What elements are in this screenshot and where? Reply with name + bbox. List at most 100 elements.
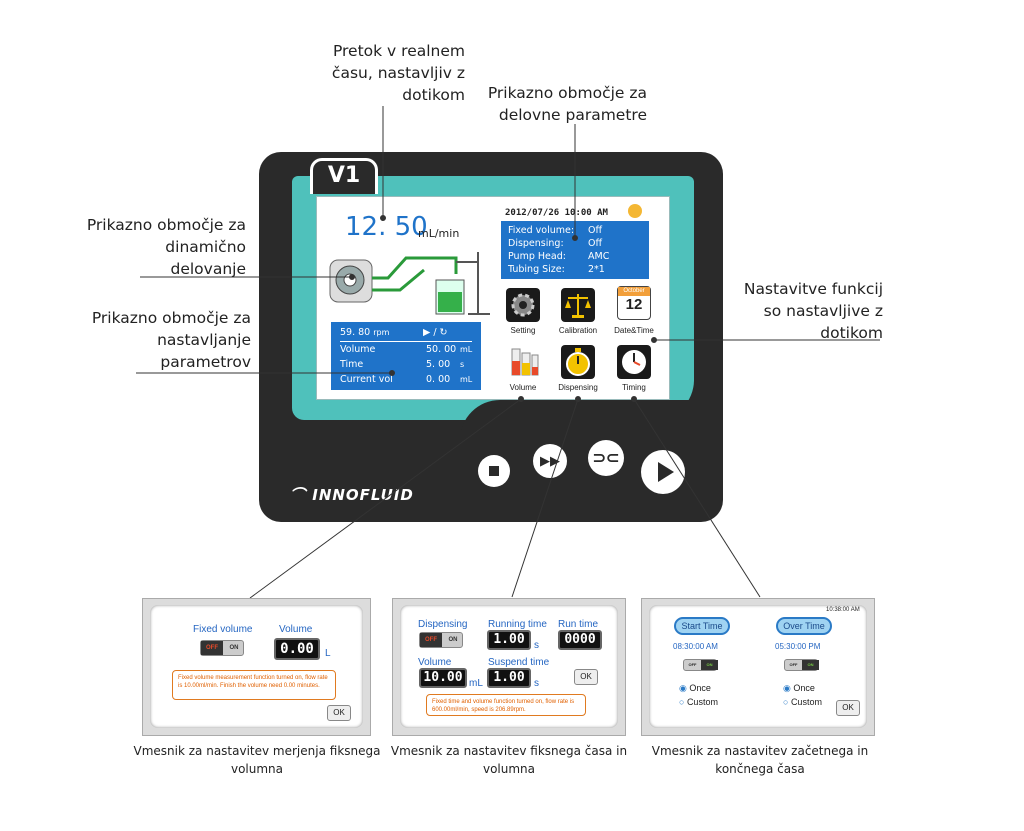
running-time-label: Running time xyxy=(488,619,547,630)
param-unit: mL xyxy=(460,375,473,384)
caption-line: Vmesnik za nastavitev merjenja fiksnega xyxy=(133,744,381,758)
calendar-month: October xyxy=(618,287,650,296)
rpm-value: 59. 80 xyxy=(340,327,371,338)
start-time-button[interactable]: Start Time xyxy=(674,617,730,635)
datetime: 2012/07/26 10:00 AM xyxy=(505,208,608,218)
fast-forward-icon: ▶▶ xyxy=(540,453,560,468)
stop-button[interactable] xyxy=(478,455,510,487)
timing-clock: 10:38:00 AM xyxy=(826,607,860,613)
callout-line: Prikazno območje za xyxy=(487,84,647,102)
rpm-unit: rpm xyxy=(373,328,390,337)
flow-unit: mL/min xyxy=(418,227,460,240)
pump-animation xyxy=(329,252,490,315)
running-time-value[interactable]: 1.00 xyxy=(487,630,531,650)
run-time-value[interactable]: 0000 xyxy=(558,630,602,650)
start-once-option[interactable]: ◉ Once xyxy=(679,683,711,694)
callout-dynamic: Prikazno območje za dinamično delovanje xyxy=(60,214,246,280)
over-time-value[interactable]: 05:30:00 PM xyxy=(775,642,821,651)
dispense-volume-value[interactable]: 10.00 xyxy=(419,668,467,688)
volume-value[interactable]: 0.00 xyxy=(274,638,320,660)
radio-icon[interactable]: ○ xyxy=(679,697,687,707)
callout-params-display: Prikazno območje za delovne parametre xyxy=(470,82,647,126)
caption-line: volumna xyxy=(482,762,536,776)
status-value: Off xyxy=(588,238,603,249)
toggle-off: OFF xyxy=(420,633,442,647)
status-value: Off xyxy=(588,225,603,236)
dispensing-message: Fixed time and volume function turned on… xyxy=(426,694,586,716)
over-once-option[interactable]: ◉ Once xyxy=(783,683,815,694)
model-badge: V1 xyxy=(310,158,378,194)
flow-value[interactable]: 12. 50 xyxy=(345,212,428,242)
caption-line: končnega časa xyxy=(715,762,805,776)
toggle-on: ON xyxy=(448,637,458,643)
callout-line: Pretok v realnem xyxy=(332,42,465,60)
param-unit: s xyxy=(460,360,465,369)
volume-icon[interactable] xyxy=(506,345,540,379)
over-custom-option[interactable]: ○ Custom xyxy=(783,697,822,707)
over-toggle[interactable]: OFF ON xyxy=(784,659,819,671)
suspend-time-unit: s xyxy=(534,678,539,689)
status-row: Fixed volume: Off xyxy=(508,224,642,237)
volume-ok-button[interactable]: OK xyxy=(327,705,351,721)
volume-message: Fixed volume measurement function turned… xyxy=(172,670,336,700)
toggle-off: OFF xyxy=(789,662,798,667)
param-value: 0. 00 xyxy=(426,374,451,385)
callout-line: so nastavljive z xyxy=(763,302,883,320)
start-time-value[interactable]: 08:30:00 AM xyxy=(673,642,718,651)
param-label: Time xyxy=(340,359,364,370)
toggle-on: ON xyxy=(229,645,239,651)
callout-line: Prikazno območje za xyxy=(86,216,246,234)
suspend-time-value[interactable]: 1.00 xyxy=(487,668,531,688)
rpm-row: 59. 80 rpm ▶ / ↻ xyxy=(340,325,472,342)
fixed-volume-toggle[interactable]: OFF ON xyxy=(200,640,244,656)
reverse-button[interactable]: ⊃⊂ xyxy=(588,440,624,476)
timing-icon[interactable] xyxy=(617,345,651,379)
option-label: Custom xyxy=(686,697,718,707)
timing-ok-button[interactable]: OK xyxy=(836,700,860,716)
callout-line: Nastavitve funkcij xyxy=(743,280,883,298)
datetime-label: Date&Time xyxy=(614,326,654,335)
callout-line: dinamično xyxy=(165,238,246,256)
setting-label: Setting xyxy=(510,326,536,335)
play-button[interactable] xyxy=(641,450,685,494)
direction-icon[interactable]: ▶ / ↻ xyxy=(423,327,448,338)
status-label: Tubing Size: xyxy=(508,264,565,275)
callout-line: delovne parametre xyxy=(498,106,647,124)
toggle-off: OFF xyxy=(201,641,223,655)
toggle-off: OFF xyxy=(688,662,697,667)
dispensing-label: Dispensing xyxy=(558,383,598,392)
dispensing-ok-button[interactable]: OK xyxy=(574,669,598,685)
calendar-icon[interactable]: October 12 xyxy=(617,286,651,320)
volume-label: Volume xyxy=(509,383,537,392)
calibration-label: Calibration xyxy=(558,326,598,335)
calibration-icon[interactable] xyxy=(561,288,595,322)
radio-selected-icon[interactable]: ◉ xyxy=(679,683,690,693)
radio-selected-icon[interactable]: ◉ xyxy=(783,683,794,693)
status-label: Dispensing: xyxy=(508,238,564,249)
start-custom-option[interactable]: ○ Custom xyxy=(679,697,718,707)
param-label: Current vol xyxy=(340,374,393,385)
dispensing-toggle[interactable]: OFF ON xyxy=(419,632,463,648)
param-value: 50. 00 xyxy=(426,344,457,355)
status-label: Fixed volume: xyxy=(508,225,575,236)
over-time-button[interactable]: Over Time xyxy=(776,617,832,635)
param-unit: mL xyxy=(460,345,473,354)
status-row: Dispensing: Off xyxy=(508,237,642,250)
option-label: Custom xyxy=(790,697,822,707)
caption-timing: Vmesnik za nastavitev začetnega in končn… xyxy=(640,742,880,778)
timing-label: Timing xyxy=(622,383,646,392)
toggle-on: ON xyxy=(802,660,819,670)
dispense-volume-unit: mL xyxy=(469,678,483,689)
setting-icon[interactable] xyxy=(506,288,540,322)
option-label: Once xyxy=(793,683,815,693)
status-value: 2*1 xyxy=(588,264,605,275)
alarm-icon[interactable] xyxy=(628,204,642,218)
calendar-day: 12 xyxy=(625,296,643,313)
radio-icon[interactable]: ○ xyxy=(783,697,791,707)
stopwatch-icon[interactable] xyxy=(561,345,595,379)
